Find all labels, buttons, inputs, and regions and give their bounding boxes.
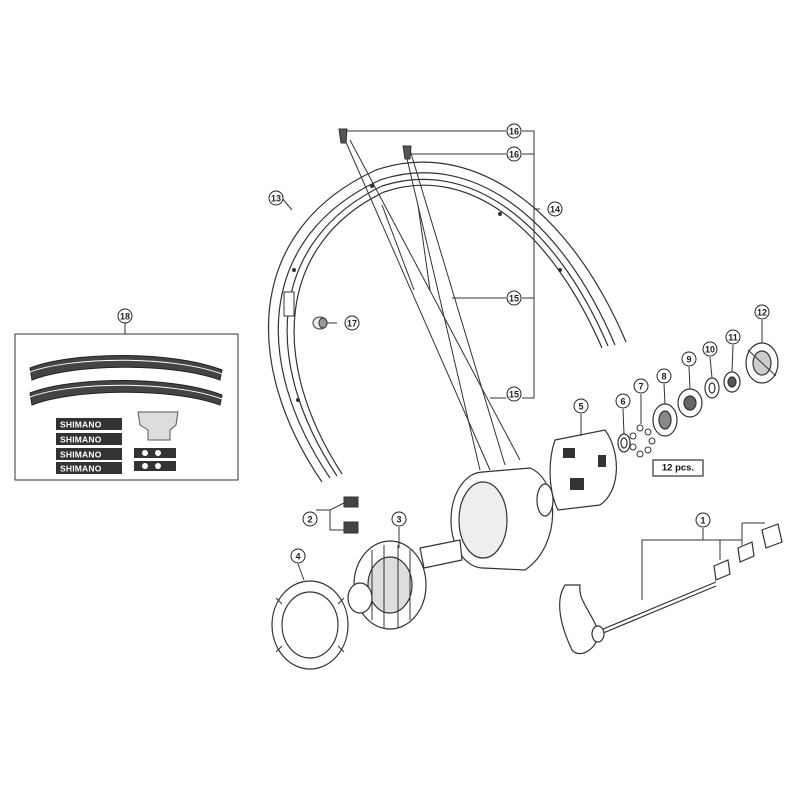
callout-c6: 6	[615, 393, 631, 409]
callout-number: 10	[705, 345, 715, 355]
callout-c3: 3	[391, 511, 407, 527]
washer-part	[704, 377, 720, 399]
callout-circle	[702, 341, 718, 357]
callout-c4: 4	[290, 548, 306, 564]
freehub-body-part	[347, 539, 463, 630]
decal-logo: SHIMANO	[60, 464, 102, 474]
callout-number: 8	[661, 372, 666, 382]
rim-part	[267, 161, 627, 483]
callout-number: 5	[578, 402, 583, 412]
callout-circle	[344, 315, 360, 331]
callout-c9: 9	[681, 351, 697, 367]
decal-logo: SHIMANO	[60, 435, 102, 445]
callout-number: 13	[271, 194, 281, 204]
callout-c5: 5	[573, 398, 589, 414]
callout-number: 14	[550, 205, 560, 215]
hub-shell-part	[450, 467, 554, 571]
quick-release-part	[559, 523, 783, 655]
callout-circle	[573, 398, 589, 414]
callout-c1: 1	[695, 512, 711, 528]
steel-balls-part	[629, 424, 656, 458]
quantity-note: 12 pcs.	[652, 459, 704, 477]
callout-number: 6	[620, 397, 625, 407]
callout-number: 15	[509, 294, 519, 304]
decal-logo: SHIMANO	[60, 450, 102, 460]
callout-circle	[268, 190, 284, 206]
callout-c18: 18	[117, 308, 133, 324]
callout-circle	[695, 512, 711, 528]
callout-number: 16	[509, 150, 519, 160]
callout-circle	[633, 378, 649, 394]
callout-circle	[725, 329, 741, 345]
callout-circle	[117, 308, 133, 324]
leader-lines	[281, 130, 765, 600]
callout-circle	[656, 368, 672, 384]
dust-cap-part	[745, 342, 779, 384]
callout-number: 17	[347, 319, 357, 329]
cone-part	[652, 403, 678, 437]
callout-number: 7	[638, 382, 643, 392]
callout-c7: 7	[633, 378, 649, 394]
callout-circle	[754, 304, 770, 320]
callout-c10: 10	[702, 341, 718, 357]
callout-number: 9	[686, 355, 691, 365]
callout-c17: 17	[344, 315, 360, 331]
callout-circle	[302, 511, 318, 527]
callout-number: 15	[509, 390, 519, 400]
lock-nut-part	[677, 388, 703, 418]
callout-circle	[547, 201, 563, 217]
callout-circle	[391, 511, 407, 527]
callout-circle	[506, 146, 522, 162]
callout-number: 16	[509, 127, 519, 137]
callout-circle	[506, 386, 522, 402]
callout-circle	[681, 351, 697, 367]
callout-c8: 8	[656, 368, 672, 384]
lock-ring-part	[271, 580, 349, 670]
callout-c2: 2	[302, 511, 318, 527]
callout-c13: 13	[268, 190, 284, 206]
callout-c16a: 16	[506, 123, 522, 139]
callout-c14: 14	[547, 201, 563, 217]
seal-ring-part	[617, 433, 631, 453]
nut-part	[723, 371, 741, 393]
callout-number: 11	[728, 333, 738, 343]
spokes-part	[344, 139, 521, 471]
spacer-part	[343, 496, 359, 534]
callout-circle	[506, 290, 522, 306]
callout-number: 3	[396, 515, 401, 525]
callout-circle	[615, 393, 631, 409]
callout-circle	[290, 548, 306, 564]
decal-logo: SHIMANO	[60, 420, 102, 430]
callout-c15b: 15	[506, 386, 522, 402]
callout-c15a: 15	[506, 290, 522, 306]
callout-circle	[506, 123, 522, 139]
callout-number: 2	[307, 515, 312, 525]
callout-number: 18	[120, 312, 130, 322]
cage-part	[549, 429, 617, 511]
callout-c16b: 16	[506, 146, 522, 162]
callout-c12: 12	[754, 304, 770, 320]
callout-number: 12	[757, 308, 767, 318]
rim-plug-part	[312, 316, 328, 330]
spoke-nipples-part	[338, 128, 412, 160]
callout-c11: 11	[725, 329, 741, 345]
logo-decals: SHIMANO SHIMANO SHIMANO SHIMANO	[56, 418, 122, 474]
callout-number: 4	[295, 552, 300, 562]
decal-set-box: SHIMANO SHIMANO SHIMANO SHIMANO	[14, 323, 239, 481]
callout-number: 1	[700, 516, 705, 526]
quantity-note-text: 12 pcs.	[662, 463, 694, 474]
